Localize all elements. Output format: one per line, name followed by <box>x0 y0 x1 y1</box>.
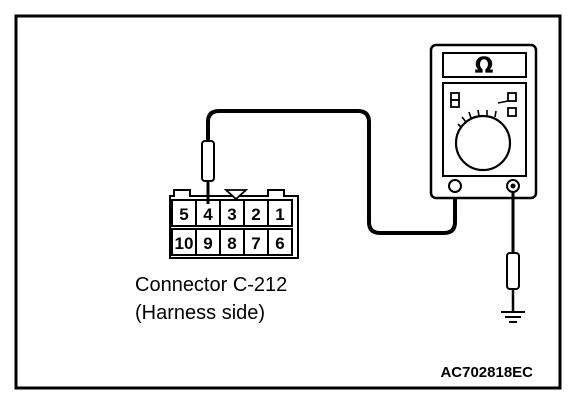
pin-cell-5 <box>171 199 197 227</box>
connector-bottom-row: 10 9 8 7 6 <box>171 228 293 256</box>
pin-cell-10 <box>171 228 197 256</box>
ohmmeter: Ω <box>429 43 538 200</box>
range-indicator-upper <box>450 92 460 101</box>
test-lead-red <box>206 109 457 235</box>
pin-label-2: 2 <box>251 205 260 224</box>
pin-cell-1 <box>267 199 293 227</box>
selector-dial <box>454 114 512 172</box>
pin-label-1: 1 <box>275 205 284 224</box>
mode-indicator-upper <box>507 92 517 102</box>
pin-cell-8 <box>219 228 245 256</box>
meter-display <box>442 52 527 78</box>
ground-probe-handle <box>506 252 520 290</box>
jack-right-center <box>510 183 516 189</box>
connector-lock-mark <box>223 189 249 201</box>
connector-top-row: 5 4 3 2 1 <box>171 199 293 227</box>
pin-label-5: 5 <box>179 205 188 224</box>
figure-frame <box>14 14 562 390</box>
pin-label-4: 4 <box>203 205 213 224</box>
range-indicator-lower <box>450 99 460 108</box>
connector-name-label: Connector C-212 <box>135 274 287 296</box>
pin-label-3: 3 <box>227 205 236 224</box>
mode-indicator-lower <box>507 107 517 117</box>
ground-lead <box>506 192 520 311</box>
pin-label-10: 10 <box>175 234 194 253</box>
ohm-symbol: Ω <box>475 54 494 79</box>
probe-handle <box>201 140 215 182</box>
ground-symbol <box>501 311 525 323</box>
pin-label-7: 7 <box>251 234 260 253</box>
figure-code: AC702818EC <box>440 364 533 381</box>
jack-left <box>448 179 462 193</box>
pin-cell-6 <box>267 228 293 256</box>
probe-pin4 <box>201 140 215 204</box>
pin-label-8: 8 <box>227 234 236 253</box>
pin-cell-2 <box>243 199 269 227</box>
pin-label-6: 6 <box>275 234 284 253</box>
pin-label-9: 9 <box>203 234 212 253</box>
connector-side-label: (Harness side) <box>135 302 265 324</box>
connector-c212: 5 4 3 2 1 10 9 8 7 6 <box>169 189 299 259</box>
pin-cell-7 <box>243 228 269 256</box>
